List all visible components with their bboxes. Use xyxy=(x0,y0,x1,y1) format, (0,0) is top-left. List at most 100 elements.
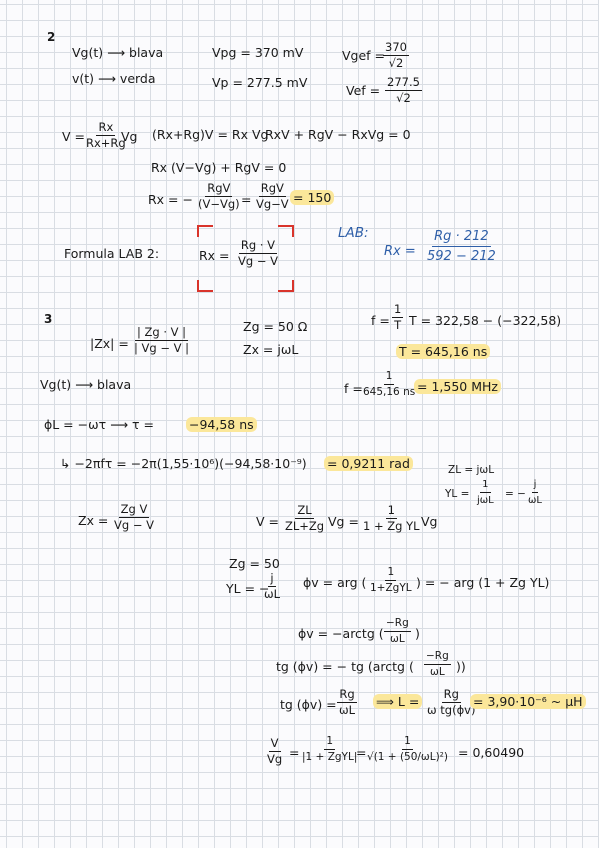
phiv2-denominator: ωL xyxy=(390,633,405,645)
tg-numerator: −Rg xyxy=(424,650,451,665)
lab-numerator: Rg · 212 xyxy=(432,228,491,247)
lab-rx-fraction: Rg · 212 592 − 212 xyxy=(425,228,498,265)
rx-fraction-1-denominator: (V−Vg) xyxy=(198,197,240,211)
vg-signal-label: Vg(t) ⟶ blava xyxy=(72,45,164,60)
v-signal-label: v(t) ⟶ verda xyxy=(72,71,156,86)
rx-fraction-1-numerator: RgV xyxy=(205,181,233,197)
lab-rx-lhs: Rx = xyxy=(384,244,416,259)
zl-value: ZL = jωL xyxy=(448,464,495,476)
v-over-vg-equals-2: = xyxy=(356,745,367,760)
red-bracket-bottom-right xyxy=(278,280,294,292)
rx-equals: = xyxy=(241,192,252,207)
v-over-vg-denominator: Vg xyxy=(267,752,283,766)
v-divider-fraction-2-denominator: 1 + Zg YL xyxy=(363,519,420,533)
v-over-vg-fraction: V Vg xyxy=(265,737,284,766)
phase-rad-highlight: = 0,9211 rad xyxy=(324,456,413,471)
zg-value: Zg = 50 Ω xyxy=(243,319,308,334)
v-over-vg-result: = 0,60490 xyxy=(458,745,525,760)
l-equals-highlight: ⟹ L = xyxy=(373,694,423,709)
v-over-vg-fraction-2-numerator: 1 xyxy=(402,735,413,750)
v-divider-tail: Vg xyxy=(421,514,438,529)
yl-fraction-2-denominator: ωL xyxy=(528,495,542,506)
yl2-numerator: j xyxy=(268,571,276,587)
tg2-lhs: tg (ϕv) = xyxy=(280,697,337,712)
red-bracket-top-left xyxy=(197,225,213,237)
zg-50: Zg = 50 xyxy=(229,556,280,571)
phiv-tail: ) = − arg (1 + Zg YL) xyxy=(416,575,550,590)
v-over-vg-fraction-1-numerator: 1 xyxy=(324,735,336,750)
period-result-highlight: T = 645,16 ns xyxy=(396,344,491,359)
f-denominator: T xyxy=(394,318,402,332)
omega-tau-equation: ↳ −2πfτ = −2π(1,55·10⁶)(−94,58·10⁻⁹) xyxy=(60,456,307,471)
formula-lab2-label: Formula LAB 2: xyxy=(64,246,160,261)
yl-mid: = − xyxy=(505,488,526,500)
l-numerator: Rg xyxy=(441,687,461,703)
vgef-denominator: √2 xyxy=(388,56,404,70)
v-divider-fraction-1-denominator: ZL+Zg xyxy=(285,519,325,533)
red-bracket-bottom-left xyxy=(197,280,213,292)
v-over-vg-numerator: V xyxy=(268,736,281,752)
vef-denominator: √2 xyxy=(396,91,411,105)
v-divider-fraction-1-numerator: ZL xyxy=(295,503,314,519)
v-eq-fraction: Rx Rx+Rg xyxy=(84,121,128,150)
yl-fraction-1-denominator: jωL xyxy=(477,495,494,506)
phiv2-tail: ) xyxy=(415,626,420,641)
zx-formula-fraction: Zg V Vg − V xyxy=(112,503,156,532)
rx-fraction-2-numerator: RgV xyxy=(258,181,286,197)
inductance-result-highlight: = 3,90·10⁻⁶ ~ μH xyxy=(470,694,586,709)
yl-lhs: YL = xyxy=(445,488,470,500)
tau-result-highlight: −94,58 ns xyxy=(186,417,257,432)
frequency-result-highlight: = 1,550 MHz xyxy=(414,379,501,394)
yl-fraction-1-numerator: 1 xyxy=(480,478,491,493)
vpg-value: Vpg = 370 mV xyxy=(212,45,304,60)
tg2-numerator: Rg xyxy=(337,687,357,703)
vg-signal-label-s3: Vg(t) ⟶ blava xyxy=(40,377,132,392)
tg-tail: )) xyxy=(456,659,466,674)
formula-rx-lhs: Rx = xyxy=(199,248,230,263)
f-lhs: f = xyxy=(371,313,390,328)
yl-fraction-2-numerator: j xyxy=(531,478,539,493)
phase-equation: ϕL = −ωτ ⟶ τ = xyxy=(44,417,154,432)
yl2-fraction: j ωL xyxy=(262,572,282,601)
v-divider-mid: Vg = xyxy=(328,514,359,529)
l-denominator: ω tg(ϕv) xyxy=(427,703,476,717)
f2-lhs: f = xyxy=(344,381,363,396)
v-divider-fraction-1: ZL ZL+Zg xyxy=(283,504,326,533)
vp-value: Vp = 277.5 mV xyxy=(212,75,308,90)
formula-denominator: Vg − V xyxy=(238,254,278,268)
lab-label: LAB: xyxy=(338,225,369,241)
vgef-numerator: 370 xyxy=(383,40,409,56)
f2-numerator: 1 xyxy=(383,370,395,385)
v-eq-denominator: Rx+Rg xyxy=(86,136,126,150)
vef-fraction: 277.5 √2 xyxy=(385,76,422,105)
v-eq-lhs: V = xyxy=(62,129,85,144)
tg-lhs: tg (ϕv) = − tg (arctg ( xyxy=(276,659,414,674)
phiv-numerator: 1 xyxy=(385,566,397,581)
formula-rx-fraction: Rg · V Vg − V xyxy=(236,239,280,268)
section-number-3: 3 xyxy=(44,312,53,326)
f-fraction: 1 T xyxy=(392,303,404,332)
tg2-denominator: ωL xyxy=(339,703,356,717)
v-eq-numerator: Rx xyxy=(96,120,116,136)
v-over-vg-fraction-1: 1 |1 + ZgYL| xyxy=(300,735,359,764)
phiv2-lhs: ϕv = −arctg ( xyxy=(298,626,384,641)
zx-mag-numerator: | Zg · V | xyxy=(134,325,189,341)
v-divider-lhs: V = xyxy=(256,514,279,529)
phiv-denominator: 1+ZgYL xyxy=(370,582,412,594)
rx-result-highlight: = 150 xyxy=(290,190,335,205)
zx-formula-numerator: Zg V xyxy=(118,502,150,518)
rx-fraction-2: RgV Vg−V xyxy=(254,182,291,211)
v-divider-fraction-2-numerator: 1 xyxy=(385,503,397,519)
phiv2-numerator: −Rg xyxy=(384,617,411,632)
rx-fraction-2-denominator: Vg−V xyxy=(256,197,289,211)
period-equation: T = 322,58 − (−322,58) xyxy=(409,313,562,328)
vef-numerator: 277.5 xyxy=(385,75,422,91)
phiv-fraction: 1 1+ZgYL xyxy=(368,566,414,595)
v-over-vg-fraction-2: 1 √(1 + (50/ωL)²) xyxy=(365,735,450,764)
rx-derivation-lhs: Rx = − xyxy=(148,192,193,207)
yl2-lhs: YL = − xyxy=(226,581,270,596)
zx-value: Zx = jωL xyxy=(243,342,299,357)
rx-fraction-1: RgV (V−Vg) xyxy=(196,182,242,211)
zx-formula-lhs: Zx = xyxy=(78,513,109,528)
tg-fraction: −Rg ωL xyxy=(424,650,451,679)
